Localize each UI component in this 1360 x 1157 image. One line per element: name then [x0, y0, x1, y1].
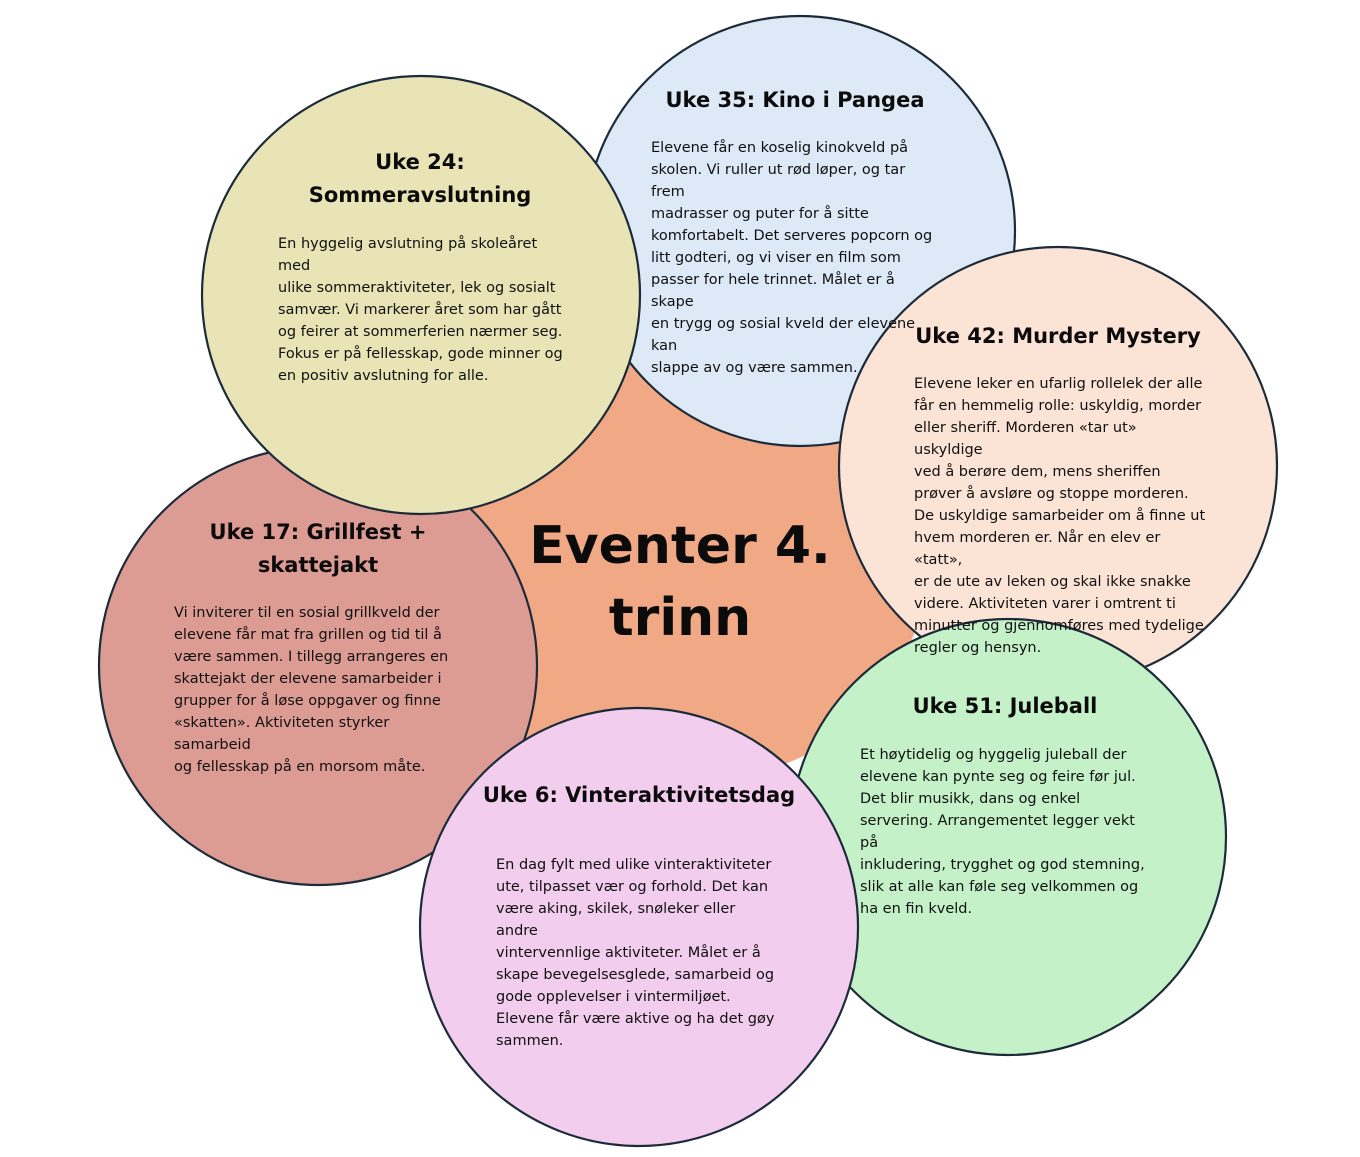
- uke42-line: De uskyldige samarbeider om å finne ut: [914, 508, 1206, 524]
- uke17-line: grupper for å løse oppgaver og finne: [174, 693, 441, 709]
- uke42-line: videre. Aktiviteten varer i omtrent ti: [914, 596, 1176, 612]
- center-title: Eventer 4. trinn: [480, 510, 880, 654]
- uke6-line: vintervennlige aktiviteter. Målet er å: [496, 945, 761, 961]
- uke24-title: Uke 24: Sommeravslutning: [290, 146, 550, 212]
- uke35-description: Elevene får en koselig kinokveld på skol…: [651, 137, 941, 379]
- uke17-title: Uke 17: Grillfest + skattejakt: [190, 516, 446, 582]
- uke6-line: være aking, skilek, snøleker eller andre: [496, 901, 736, 939]
- uke51-title: Uke 51: Juleball: [850, 690, 1160, 723]
- uke17-line: elevene får mat fra grillen og tid til å: [174, 627, 442, 643]
- uke24-line: ulike sommeraktiviteter, lek og sosialt: [278, 280, 556, 296]
- uke6-title-line1: Uke 6: Vinteraktivitetsdag: [482, 783, 796, 807]
- uke42-title: Uke 42: Murder Mystery: [900, 320, 1216, 353]
- uke35-line: madrasser og puter for å sitte: [651, 206, 869, 222]
- uke6-line: Elevene får være aktive og ha det gøy: [496, 1011, 775, 1027]
- uke42-line: ved å berøre dem, mens sheriffen: [914, 464, 1161, 480]
- uke42-line: minutter og gjennomføres med tydelige: [914, 618, 1204, 634]
- uke51-line: servering. Arrangementet legger vekt på: [860, 813, 1135, 851]
- uke24-title-line2: Sommeravslutning: [308, 183, 532, 207]
- uke6-title: Uke 6: Vinteraktivitetsdag: [480, 779, 798, 812]
- uke42-line: eller sheriff. Morderen «tar ut» uskyldi…: [914, 420, 1137, 458]
- uke42-title-line1: Uke 42: Murder Mystery: [915, 324, 1201, 348]
- uke42-line: er de ute av leken og skal ikke snakke: [914, 574, 1191, 590]
- uke24-line: Fokus er på fellesskap, gode minner og: [278, 346, 563, 362]
- uke35-title: Uke 35: Kino i Pangea: [640, 84, 950, 117]
- uke42-line: hvem morderen er. Når en elev er «tatt»,: [914, 530, 1161, 568]
- circle-uke6: [418, 706, 860, 1148]
- uke42-line: får en hemmelig rolle: uskyldig, morder: [914, 398, 1202, 414]
- uke17-line: være sammen. I tillegg arrangeres en: [174, 649, 449, 665]
- uke17-line: «skatten». Aktiviteten styrker samarbeid: [174, 715, 390, 753]
- uke17-line: Vi inviterer til en sosial grillkveld de…: [174, 605, 440, 621]
- uke6-line: En dag fylt med ulike vinteraktiviteter: [496, 857, 772, 873]
- uke24-line: En hyggelig avslutning på skoleåret med: [278, 236, 538, 274]
- uke24-description: En hyggelig avslutning på skoleåret med …: [278, 233, 570, 387]
- uke6-description: En dag fylt med ulike vinteraktiviteter …: [496, 854, 780, 1052]
- uke51-title-line1: Uke 51: Juleball: [912, 694, 1098, 718]
- uke35-line: passer for hele trinnet. Målet er å skap…: [651, 272, 895, 310]
- uke51-description: Et høytidelig og hyggelig juleball der e…: [860, 744, 1152, 920]
- uke51-line: ha en fin kveld.: [860, 901, 973, 917]
- uke42-line: regler og hensyn.: [914, 640, 1042, 656]
- uke6-line: ute, tilpasset vær og forhold. Det kan: [496, 879, 769, 895]
- center-title-line2: trinn: [608, 588, 752, 648]
- uke17-title-line1: Uke 17: Grillfest +: [209, 520, 427, 544]
- uke24-line: og feirer at sommerferien nærmer seg.: [278, 324, 563, 340]
- uke24-title-line1: Uke 24:: [375, 150, 465, 174]
- uke35-line: slappe av og være sammen.: [651, 360, 858, 376]
- uke35-line: komfortabelt. Det serveres popcorn og: [651, 228, 933, 244]
- uke35-line: Elevene får en koselig kinokveld på: [651, 140, 909, 156]
- uke17-line: skattejakt der elevene samarbeider i: [174, 671, 442, 687]
- uke6-line: skape bevegelsesglede, samarbeid og: [496, 967, 775, 983]
- uke35-line: skolen. Vi ruller ut rød løper, og tar f…: [651, 162, 906, 200]
- uke17-line: og fellesskap på en morsom måte.: [174, 759, 426, 775]
- uke6-line: sammen.: [496, 1033, 564, 1049]
- uke17-title-line2: skattejakt: [257, 553, 379, 577]
- uke51-line: slik at alle kan føle seg velkommen og: [860, 879, 1139, 895]
- uke24-line: en positiv avslutning for alle.: [278, 368, 489, 384]
- uke17-description: Vi inviterer til en sosial grillkveld de…: [174, 602, 466, 778]
- uke51-line: Det blir musikk, dans og enkel: [860, 791, 1081, 807]
- uke42-line: Elevene leker en ufarlig rollelek der al…: [914, 376, 1203, 392]
- uke42-description: Elevene leker en ufarlig rollelek der al…: [914, 373, 1206, 659]
- center-title-line1: Eventer 4.: [529, 516, 831, 576]
- uke51-line: inkludering, trygghet og god stemning,: [860, 857, 1145, 873]
- uke51-line: elevene kan pynte seg og feire før jul.: [860, 769, 1136, 785]
- uke6-line: gode opplevelser i vintermiljøet.: [496, 989, 731, 1005]
- uke51-line: Et høytidelig og hyggelig juleball der: [860, 747, 1127, 763]
- uke42-line: prøver å avsløre og stoppe morderen.: [914, 486, 1189, 502]
- circle-uke24: [200, 74, 642, 516]
- uke35-line: en trygg og sosial kveld der elevene kan: [651, 316, 916, 354]
- uke35-line: litt godteri, og vi viser en film som: [651, 250, 901, 266]
- uke35-title-line1: Uke 35: Kino i Pangea: [665, 88, 925, 112]
- uke24-line: samvær. Vi markerer året som har gått: [278, 302, 562, 318]
